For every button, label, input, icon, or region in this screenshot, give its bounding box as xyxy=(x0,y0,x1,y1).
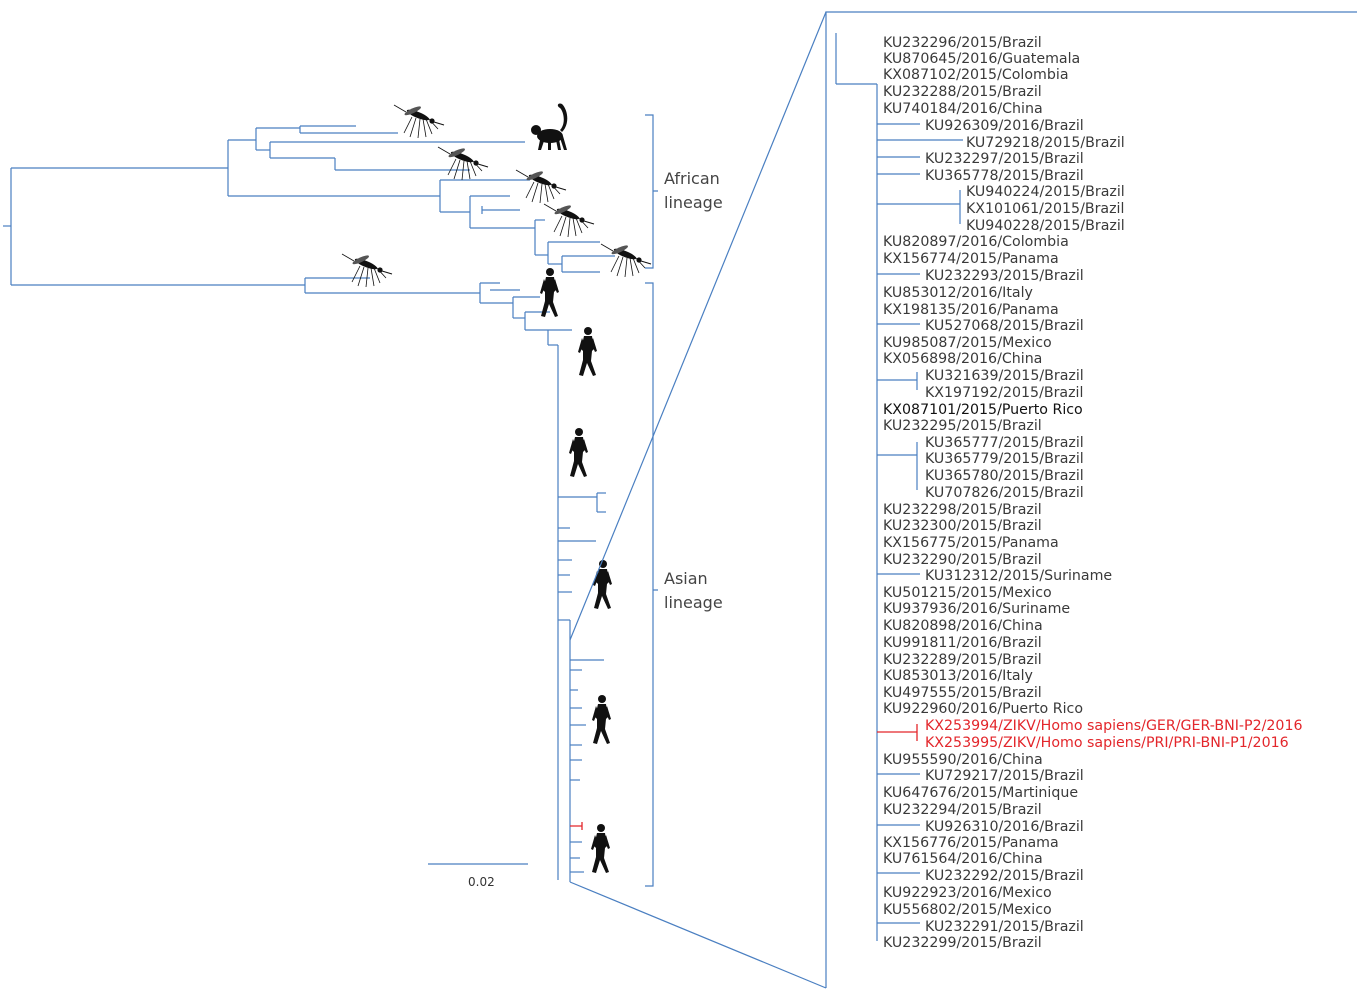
leaf-label: KU926309/2016/Brazil xyxy=(925,118,1084,134)
leaf-label: KU926310/2016/Brazil xyxy=(925,819,1084,835)
leaf-label: KU820898/2016/China xyxy=(883,618,1043,634)
scale-bar-label: 0.02 xyxy=(468,875,495,889)
leaf-label: KU527068/2015/Brazil xyxy=(925,318,1084,334)
leaf-label: KU647676/2015/Martinique xyxy=(883,785,1078,801)
mosquito-icon xyxy=(600,243,652,278)
leaf-label: KX101061/2015/Brazil xyxy=(966,201,1124,217)
human-icon xyxy=(592,695,611,744)
leaf-label: KU820897/2016/Colombia xyxy=(883,234,1069,250)
leaf-label: KX198135/2016/Panama xyxy=(883,302,1059,318)
leaf-label: KU853012/2016/Italy xyxy=(883,285,1033,301)
mosquito-icon xyxy=(393,104,445,139)
leaf-label: KU232292/2015/Brazil xyxy=(925,868,1084,884)
human-icon xyxy=(593,560,612,609)
african-lineage-label-line1: African xyxy=(664,169,720,188)
leaf-label: KU232291/2015/Brazil xyxy=(925,919,1084,935)
monkey-icon xyxy=(531,103,568,150)
mosquito-icon xyxy=(515,169,567,204)
leaf-label: KU940228/2015/Brazil xyxy=(966,218,1125,234)
leaf-label: KX156776/2015/Panama xyxy=(883,835,1059,851)
african-lineage-label-line2: lineage xyxy=(664,193,723,212)
leaf-label: KU365778/2015/Brazil xyxy=(925,168,1084,184)
leaf-label: KX156775/2015/Panama xyxy=(883,535,1059,551)
leaf-label: KU321639/2015/Brazil xyxy=(925,368,1084,384)
leaf-label: KU937936/2016/Suriname xyxy=(883,601,1070,617)
leaf-label: KU729217/2015/Brazil xyxy=(925,768,1084,784)
inset-leaf-labels: KU232296/2015/Brazil KU870645/2016/Guate… xyxy=(883,35,1303,951)
leaf-label: KU365779/2015/Brazil xyxy=(925,451,1084,467)
highlight-leaf-label: KX253995/ZIKV/Homo sapiens/PRI/PRI-BNI-P… xyxy=(925,735,1289,751)
leaf-label: KU232298/2015/Brazil xyxy=(883,502,1042,518)
leaf-label: KU232288/2015/Brazil xyxy=(883,84,1042,100)
leaf-label: KU707826/2015/Brazil xyxy=(925,485,1084,501)
leaf-label: KU729218/2015/Brazil xyxy=(966,135,1125,151)
leaf-label: KU991811/2016/Brazil xyxy=(883,635,1042,651)
leaf-label: KU940224/2015/Brazil xyxy=(966,184,1125,200)
highlight-leaf-label: KX253994/ZIKV/Homo sapiens/GER/GER-BNI-P… xyxy=(925,718,1303,734)
inset-highlight-branch xyxy=(877,724,918,741)
leaf-label: KU761564/2016/China xyxy=(883,851,1043,867)
leaf-label: KU232297/2015/Brazil xyxy=(925,151,1084,167)
zoom-connector-top xyxy=(569,11,827,641)
human-icon xyxy=(578,327,597,376)
mosquito-icon xyxy=(543,203,595,238)
african-bracket xyxy=(645,114,658,269)
leaf-label: KU232293/2015/Brazil xyxy=(925,268,1084,284)
leaf-label: KU232299/2015/Brazil xyxy=(883,935,1042,951)
leaf-label: KU365777/2015/Brazil xyxy=(925,435,1084,451)
leaf-label: KX087102/2015/Colombia xyxy=(883,67,1069,83)
inset-frame xyxy=(825,11,1357,988)
leaf-label: KU497555/2015/Brazil xyxy=(883,685,1042,701)
leaf-label: KU365780/2015/Brazil xyxy=(925,468,1084,484)
inset-subtree xyxy=(835,33,963,941)
leaf-label: KU922960/2016/Puerto Rico xyxy=(883,701,1083,717)
mosquito-icon xyxy=(341,253,393,288)
mosquito-icon xyxy=(437,146,489,181)
leaf-label: KU232294/2015/Brazil xyxy=(883,802,1042,818)
leaf-label: KX197192/2015/Brazil xyxy=(925,385,1083,401)
leaf-label: KU740184/2016/China xyxy=(883,101,1043,117)
leaf-label: KU556802/2015/Mexico xyxy=(883,902,1052,918)
leaf-label: KU232295/2015/Brazil xyxy=(883,418,1042,434)
leaf-label: KU232296/2015/Brazil xyxy=(883,35,1042,51)
leaf-label: KU501215/2015/Mexico xyxy=(883,585,1052,601)
leaf-label: KX056898/2016/China xyxy=(883,351,1042,367)
african-clade xyxy=(227,125,615,273)
zoom-connector-bottom xyxy=(569,881,827,989)
leaf-label: KU985087/2015/Mexico xyxy=(883,335,1052,351)
highlight-branch xyxy=(570,822,583,830)
main-tree: African lineage Asian lineage 0.02 xyxy=(3,114,723,889)
leaf-label: KX156774/2015/Panama xyxy=(883,251,1059,267)
leaf-label: KX087101/2015/Puerto Rico xyxy=(883,402,1083,418)
leaf-label: KU232300/2015/Brazil xyxy=(883,518,1042,534)
human-icon xyxy=(540,268,559,317)
leaf-label: KU955590/2016/China xyxy=(883,752,1043,768)
human-icon xyxy=(569,428,588,477)
asian-clade xyxy=(304,277,606,882)
asian-bracket xyxy=(645,282,658,887)
leaf-label: KU870645/2016/Guatemala xyxy=(883,51,1080,67)
leaf-label: KU232290/2015/Brazil xyxy=(883,552,1042,568)
asian-lineage-label-line1: Asian xyxy=(664,569,708,588)
human-icon xyxy=(591,824,610,873)
host-icons xyxy=(341,103,652,873)
leaf-label: KU232289/2015/Brazil xyxy=(883,652,1042,668)
asian-lineage-label-line2: lineage xyxy=(664,593,723,612)
leaf-label: KU853013/2016/Italy xyxy=(883,668,1033,684)
leaf-label: KU312312/2015/Suriname xyxy=(925,568,1112,584)
leaf-label: KU922923/2016/Mexico xyxy=(883,885,1052,901)
